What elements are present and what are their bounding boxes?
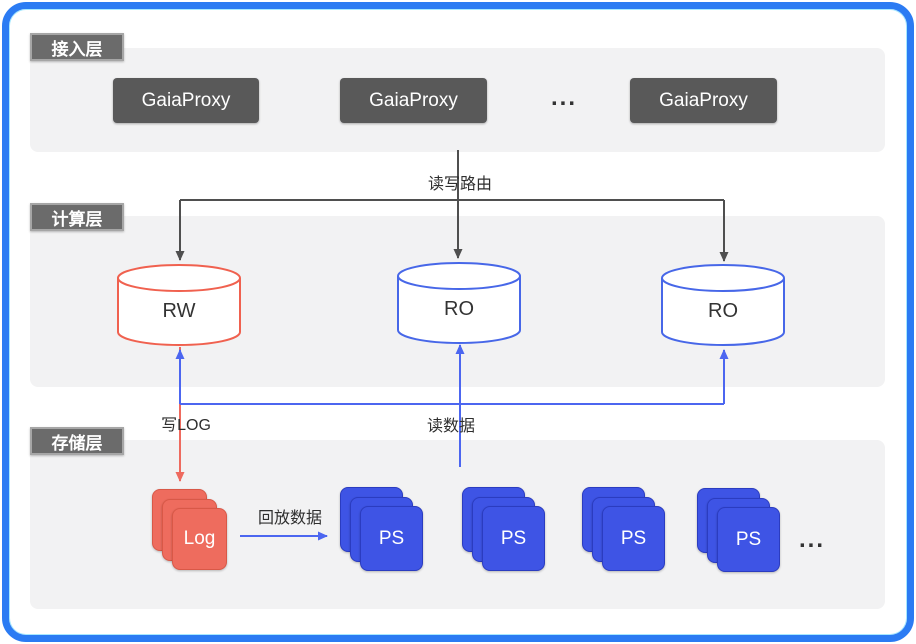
compute-layer-label: 计算层	[30, 203, 124, 231]
storage-ellipsis: ...	[799, 526, 826, 553]
gaiaproxy-node-1: GaiaProxy	[113, 78, 259, 123]
write-log-edge-label: 写LOG	[161, 417, 211, 434]
ps-card-front: PS	[717, 507, 780, 572]
access-layer-label: 接入层	[30, 33, 124, 61]
ps-card-front: PS	[602, 506, 665, 571]
access-ellipsis: ...	[551, 84, 578, 111]
rw-node-label: RW	[162, 300, 196, 322]
replay-edge-label: 回放数据	[257, 510, 322, 527]
log-card-front: Log	[172, 508, 227, 570]
ro-node-1-label: RO	[444, 298, 474, 320]
gaiaproxy-node-2: GaiaProxy	[340, 78, 487, 123]
read-data-edge-label: 读数据	[426, 418, 475, 435]
ps-card-front: PS	[360, 506, 423, 571]
ps-card-front: PS	[482, 506, 545, 571]
gaiaproxy-node-3: GaiaProxy	[630, 78, 777, 123]
storage-layer-label: 存储层	[30, 427, 124, 455]
route-edge-label: 读写路由	[427, 176, 492, 193]
ro-node-2-label: RO	[708, 300, 738, 322]
